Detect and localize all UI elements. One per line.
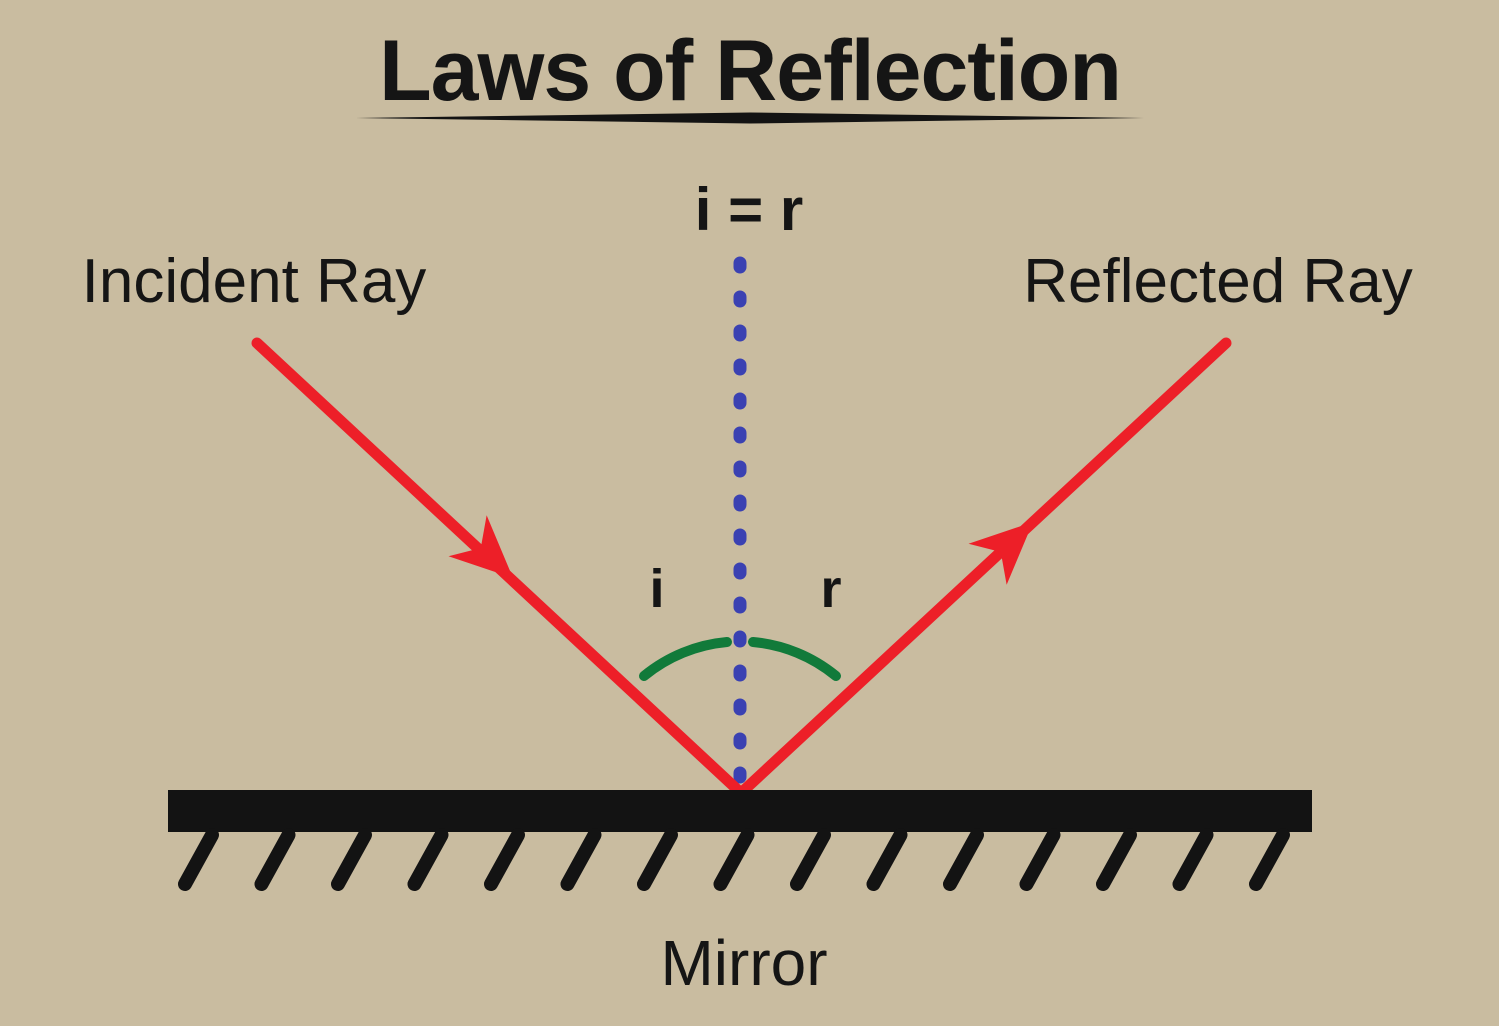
hatch-line — [713, 828, 755, 891]
reflected-ray-label: Reflected Ray — [1023, 247, 1412, 316]
title-underline — [356, 112, 1144, 124]
hatch-line — [1249, 828, 1290, 891]
hatch-line — [1096, 828, 1137, 891]
mirror-label: Mirror — [660, 927, 827, 999]
hatch-line — [637, 828, 678, 891]
reflected-ray-line — [735, 337, 1232, 799]
reflected-ray-arrowhead — [968, 522, 1033, 585]
angle-r-label: r — [820, 559, 841, 619]
hatch-line — [484, 828, 525, 891]
angle-r-arc — [748, 637, 841, 681]
hatch-line — [1172, 828, 1214, 891]
hatch-line — [407, 828, 449, 891]
hatch-line — [560, 828, 602, 891]
hatch-line — [1019, 828, 1061, 891]
incident-ray-arrowhead — [448, 515, 513, 578]
incident-ray-label: Incident Ray — [82, 247, 427, 316]
hatch-line — [790, 828, 831, 891]
hatch-line — [254, 828, 296, 891]
equation-label: i = r — [695, 176, 803, 243]
angle-i-label: i — [649, 559, 664, 619]
hatch-line — [178, 828, 219, 891]
mirror-hatching — [178, 828, 1290, 891]
hatch-line — [866, 828, 908, 891]
hatch-line — [331, 828, 372, 891]
angle-i-arc — [639, 637, 732, 681]
page-title: Laws of Reflection — [379, 23, 1121, 119]
hatch-line — [943, 828, 984, 891]
mirror-surface — [168, 790, 1312, 832]
